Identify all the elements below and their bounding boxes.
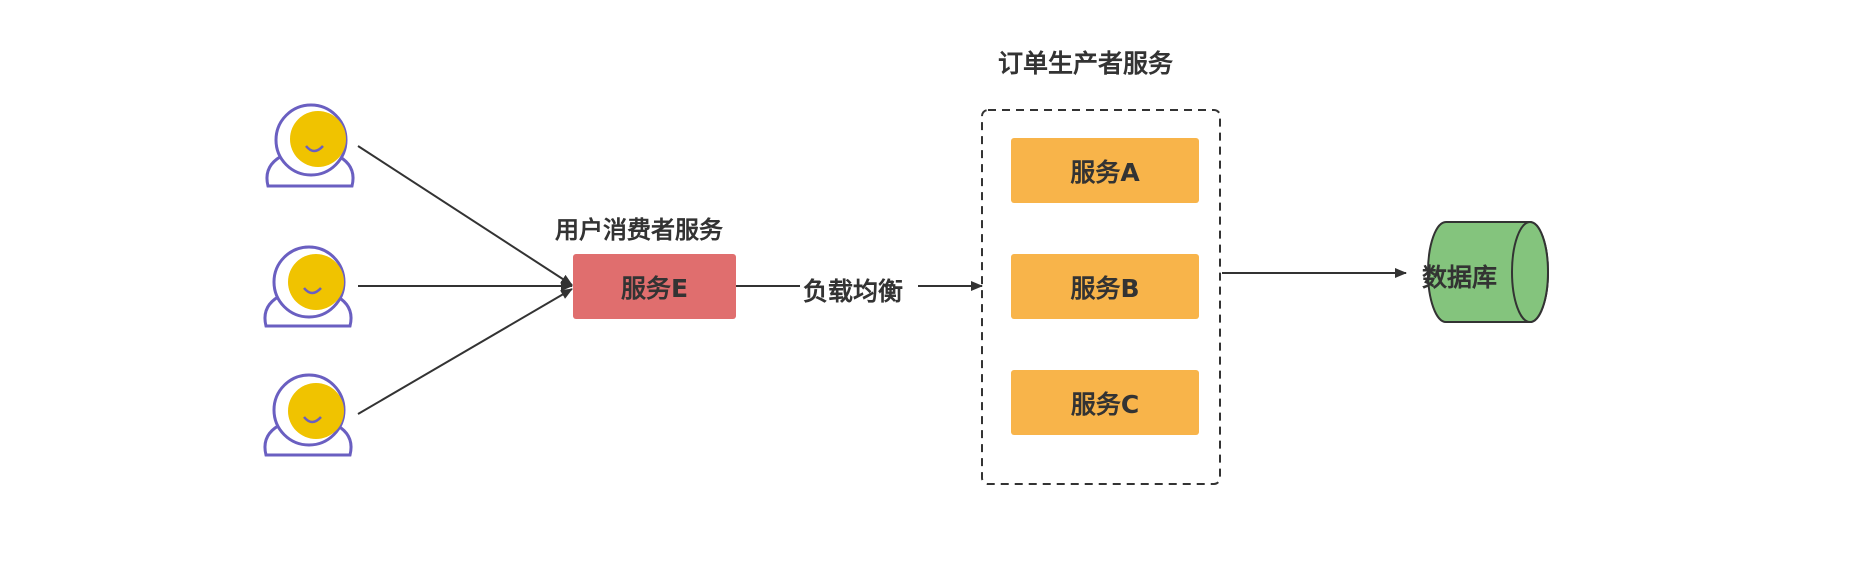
- edge-user1-to-service-e: [357, 145, 573, 286]
- service-a-box: 服务A: [1011, 138, 1199, 203]
- service-b-box: 服务B: [1011, 254, 1199, 319]
- service-e-box: 服务E: [573, 254, 736, 319]
- database-label: 数据库: [1422, 263, 1498, 292]
- producer-group-frame: [981, 109, 1221, 485]
- user-icon-2: [263, 245, 353, 328]
- producer-group-title: 订单生产者服务: [998, 49, 1174, 78]
- user-icon-3: [263, 373, 353, 457]
- database-icon: [1427, 221, 1549, 323]
- user-icon-1: [265, 103, 355, 188]
- edge-user3-to-service-e: [357, 288, 573, 415]
- load-balance-label: 负载均衡: [803, 277, 904, 306]
- service-c-box: 服务C: [1011, 370, 1199, 435]
- consumer-group-title: 用户消费者服务: [555, 216, 723, 244]
